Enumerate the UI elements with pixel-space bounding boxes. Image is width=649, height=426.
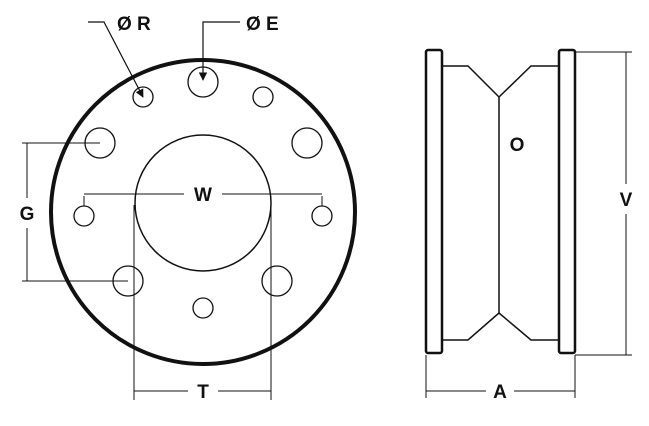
hole-small-bottom	[192, 297, 214, 319]
hole-small-right	[311, 205, 333, 227]
e-leader-arrow	[198, 21, 240, 81]
front-view: W G T Ø R Ø E	[20, 14, 357, 403]
hole-small-top-left	[132, 86, 154, 108]
center-bore-circle	[134, 134, 272, 272]
right-flange	[557, 48, 577, 355]
label-dia-e: Ø E	[246, 14, 279, 35]
rim-right-half	[498, 65, 559, 341]
label-g: G	[20, 204, 35, 225]
hole-large-bottom-right	[261, 265, 293, 297]
label-w: W	[194, 185, 212, 206]
label-v: V	[620, 190, 633, 211]
side-view: O V A	[424, 48, 633, 403]
r-leader-arrow	[88, 21, 144, 98]
hole-small-left	[73, 205, 95, 227]
hole-small-top-right	[252, 86, 274, 108]
left-flange	[424, 48, 444, 355]
label-dia-r: Ø R	[117, 14, 151, 35]
hole-large-right	[291, 127, 323, 159]
label-o: O	[510, 135, 525, 156]
label-t: T	[197, 382, 209, 403]
rim-left-half	[442, 65, 500, 341]
label-a: A	[493, 382, 507, 403]
